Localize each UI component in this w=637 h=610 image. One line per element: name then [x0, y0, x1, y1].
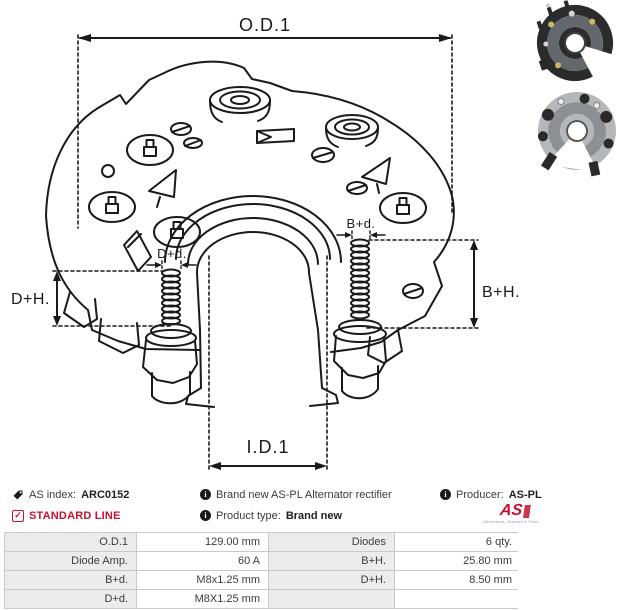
spec-value-cell: 25.80 mm	[395, 552, 520, 570]
product-type-line: i Product type: Brand new	[200, 505, 392, 526]
product-photo-top	[536, 0, 620, 84]
as-pl-logo-mark: AS	[498, 502, 524, 519]
info-icon: i	[440, 489, 451, 500]
standard-line-label: STANDARD LINE	[29, 509, 121, 522]
dh-label: D+H.	[11, 291, 50, 308]
od1-label: O.D.1	[239, 15, 291, 35]
header-left-column: AS index: ARC0152 ✓ STANDARD LINE	[12, 484, 129, 526]
header-middle-column: i Brand new AS-PL Alternator rectifier i…	[200, 484, 392, 526]
bh-dimension: B+H.	[366, 239, 520, 329]
spec-label-cell: B+d.	[5, 571, 136, 589]
as-index-value: ARC0152	[81, 488, 130, 501]
d-plus-stud	[145, 268, 197, 347]
spec-value-cell: 129.00 mm	[137, 533, 268, 551]
bd-label: B+d.	[346, 216, 375, 231]
spec-value-cell: M8X1.25 mm	[137, 590, 268, 608]
mounting-bosses	[209, 86, 379, 148]
surface-details	[101, 122, 424, 299]
diode-mounts	[88, 134, 427, 248]
standard-line: ✓ STANDARD LINE	[12, 505, 129, 526]
spec-label-cell: Diodes	[269, 533, 394, 551]
spec-label-cell	[269, 590, 394, 608]
id1-label: I.D.1	[246, 437, 289, 457]
spec-value-cell: 60 A	[137, 552, 268, 570]
info-icon: i	[200, 489, 211, 500]
product-photo-bottom	[537, 92, 616, 177]
rectifier-outline	[45, 60, 455, 408]
info-icon: i	[200, 510, 211, 521]
bh-label: B+H.	[482, 284, 520, 301]
product-type-label: Product type:	[216, 509, 281, 522]
spec-value-cell: 8.50 mm	[395, 571, 520, 589]
spec-value-cell: M8x1.25 mm	[137, 571, 268, 589]
as-index-line: AS index: ARC0152	[12, 484, 129, 505]
producer-value: AS-PL	[508, 488, 542, 501]
od1-dimension: O.D.1	[77, 15, 453, 229]
description-text: Brand new AS-PL Alternator rectifier	[216, 488, 392, 501]
dd-dimension: D+d.	[146, 246, 197, 272]
producer-label: Producer:	[456, 488, 504, 501]
dd-label: D+d.	[157, 246, 187, 261]
spec-value-cell: 6 qty.	[395, 533, 520, 551]
technical-drawing: O.D.1	[11, 0, 620, 473]
product-type-value: Brand new	[285, 509, 343, 522]
as-pl-logo: AS Alternators, Starters & Parts	[481, 502, 541, 524]
spec-label-cell: D+H.	[269, 571, 394, 589]
header-right-column: i Producer: AS-PL AS Alternators, Starte…	[440, 484, 610, 524]
description-line: i Brand new AS-PL Alternator rectifier	[200, 484, 392, 505]
id1-dimension: I.D.1	[208, 255, 328, 473]
spec-label-cell: D+d.	[5, 590, 136, 608]
bd-dimension: B+d.	[336, 216, 386, 242]
as-pl-logo-caption: Alternators, Starters & Parts	[483, 519, 539, 524]
as-index-label: AS index:	[29, 488, 77, 501]
spec-value-cell	[395, 590, 520, 608]
b-plus-stud	[333, 238, 387, 343]
spec-label-cell: O.D.1	[5, 533, 136, 551]
spec-label-cell: B+H.	[269, 552, 394, 570]
producer-line: i Producer: AS-PL	[440, 484, 610, 505]
tag-icon	[13, 490, 23, 499]
checkbox-icon: ✓	[12, 509, 24, 522]
dh-dimension: D+H.	[11, 270, 172, 327]
spec-label-cell: Diode Amp.	[5, 552, 136, 570]
spec-table: O.D.1 129.00 mm Diodes 6 qty. Diode Amp.…	[4, 532, 520, 609]
